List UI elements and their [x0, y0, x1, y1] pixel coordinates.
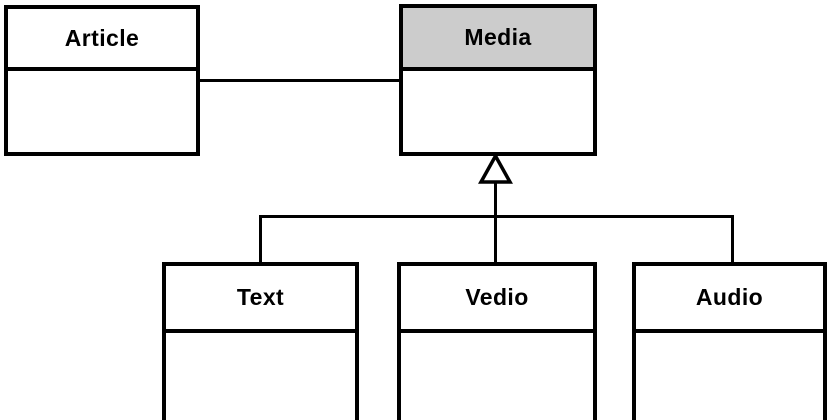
association-line-article-media[interactable]	[197, 79, 401, 82]
uml-class-audio[interactable]: Audio	[632, 262, 827, 420]
uml-class-text-header[interactable]: Text	[166, 266, 355, 333]
uml-class-audio-name: Audio	[695, 284, 764, 310]
uml-class-media-attributes[interactable]	[403, 71, 593, 152]
uml-class-text[interactable]: Text	[162, 262, 359, 420]
uml-class-text-attributes[interactable]	[166, 333, 355, 420]
generalization-arrowhead-icon	[478, 152, 513, 184]
generalization-trunk-line[interactable]	[494, 181, 497, 218]
generalization-branch-line-audio[interactable]	[731, 215, 734, 265]
generalization-branch-line-text[interactable]	[259, 215, 262, 265]
uml-class-vedio-attributes[interactable]	[401, 333, 593, 420]
uml-class-audio-header[interactable]: Audio	[636, 266, 823, 333]
uml-class-media-name: Media	[464, 24, 532, 50]
uml-class-text-name: Text	[236, 284, 285, 310]
uml-class-vedio[interactable]: Vedio	[397, 262, 597, 420]
uml-class-media-header[interactable]: Media	[403, 8, 593, 71]
uml-class-media[interactable]: Media	[399, 4, 597, 156]
generalization-branch-line-vedio[interactable]	[494, 215, 497, 265]
uml-class-article-attributes[interactable]	[8, 71, 196, 152]
uml-class-audio-attributes[interactable]	[636, 333, 823, 420]
uml-class-article[interactable]: Article	[4, 5, 200, 156]
uml-class-article-header[interactable]: Article	[8, 9, 196, 71]
uml-class-article-name: Article	[64, 24, 140, 51]
uml-class-vedio-name: Vedio	[465, 284, 529, 310]
uml-class-vedio-header[interactable]: Vedio	[401, 266, 593, 333]
